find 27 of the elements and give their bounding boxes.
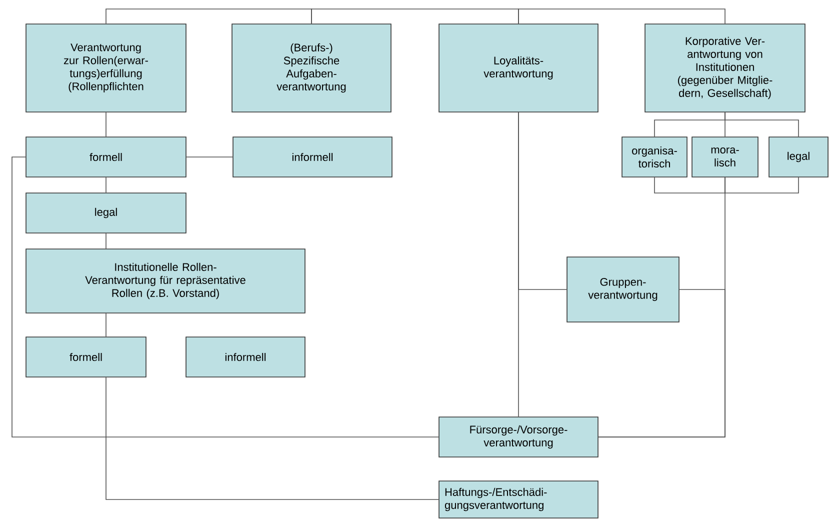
text-box: informell xyxy=(232,136,392,178)
text-box: Haftungs-/Entschädi- gungsverantwortung xyxy=(438,480,598,518)
text-box: legal xyxy=(768,136,828,178)
connector-line xyxy=(724,177,799,194)
connector-line xyxy=(518,8,726,24)
text-box: Korporative Ver- antwortung von Institutionen (gegenüber Mitglie- dern, Gesellschaft) xyxy=(644,24,806,112)
connector-line xyxy=(106,8,312,24)
text-box: formell xyxy=(26,136,186,178)
text-box: Gruppen- verantwortung xyxy=(566,256,680,322)
connector-line xyxy=(518,112,567,290)
text-box: organisa- torisch xyxy=(622,136,688,178)
text-box: informell xyxy=(186,336,306,378)
text-box: formell xyxy=(26,336,146,378)
connector-line xyxy=(598,289,726,438)
connector-line xyxy=(12,156,439,438)
connector-line xyxy=(654,177,726,194)
text-box: Fürsorge-/Vorsorge- verantwortung xyxy=(438,416,598,458)
connector-line xyxy=(106,377,439,500)
text-box: Loyalitäts- verantwortung xyxy=(438,24,598,112)
connector-line xyxy=(311,8,519,24)
text-box: (Berufs-) Spezifische Aufgaben- verantwortung xyxy=(232,24,392,112)
connector-line xyxy=(724,112,799,137)
text-box: mora- lisch xyxy=(692,136,758,178)
connector-line xyxy=(186,156,233,158)
text-box: Institutionelle Rollen- Verantwortung für repräsentative Rollen (z.B. Vorstand) xyxy=(26,248,306,314)
text-box: Verantwortung zur Rollen(erwar- tungs)erfüllung (Rollenpflichten xyxy=(26,24,186,112)
text-box: legal xyxy=(26,192,186,234)
